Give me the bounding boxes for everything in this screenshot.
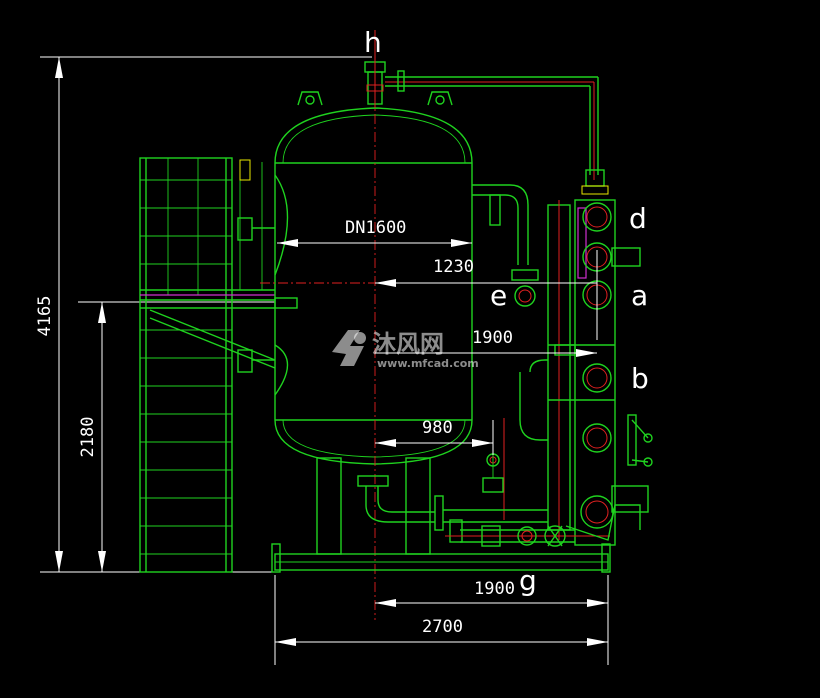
dim-base-offset-label: 1900 [474, 579, 515, 599]
dim-1230-label: 1230 [433, 257, 474, 277]
bottom-piping [357, 475, 641, 547]
watermark-logo-icon [332, 330, 366, 366]
top-piping [364, 30, 609, 195]
dim-980: 980 [375, 418, 494, 455]
dn1600-dimension: DN1600 [277, 218, 472, 247]
nozzle-label-d: d [629, 202, 647, 235]
dim-partial-label: 1900 [472, 328, 513, 348]
support-frame [271, 457, 611, 573]
nozzle-label-a: a [631, 279, 648, 312]
nozzle-label-g: g [519, 564, 537, 597]
watermark: 沐风网 www.mfcad.com [332, 330, 479, 370]
dim-1900-upper: 1900 [375, 328, 597, 357]
base-width-label: 2700 [422, 617, 463, 637]
dim-980-label: 980 [422, 418, 453, 438]
platform-height-label: 2180 [78, 417, 98, 458]
access-ladder [139, 157, 276, 573]
dim-1900-base: 1900 [375, 575, 609, 665]
dim-1230: 1230 [375, 250, 598, 340]
height-dimension: 4165 [35, 56, 372, 573]
vessel-diameter-label: DN1600 [345, 218, 406, 238]
watermark-url: www.mfcad.com [377, 357, 479, 370]
nozzle-label-b: b [631, 362, 649, 395]
platform-height-dimension: 2180 [78, 301, 275, 572]
height-total-label: 4165 [35, 296, 55, 337]
dim-2700: 2700 [274, 575, 608, 665]
watermark-brand: 沐风网 [372, 330, 444, 358]
nozzle-label-e: e [490, 279, 507, 312]
pressure-vessel [237, 91, 473, 465]
nozzle-label-h: h [364, 26, 382, 59]
right-side-equipment [472, 184, 653, 546]
